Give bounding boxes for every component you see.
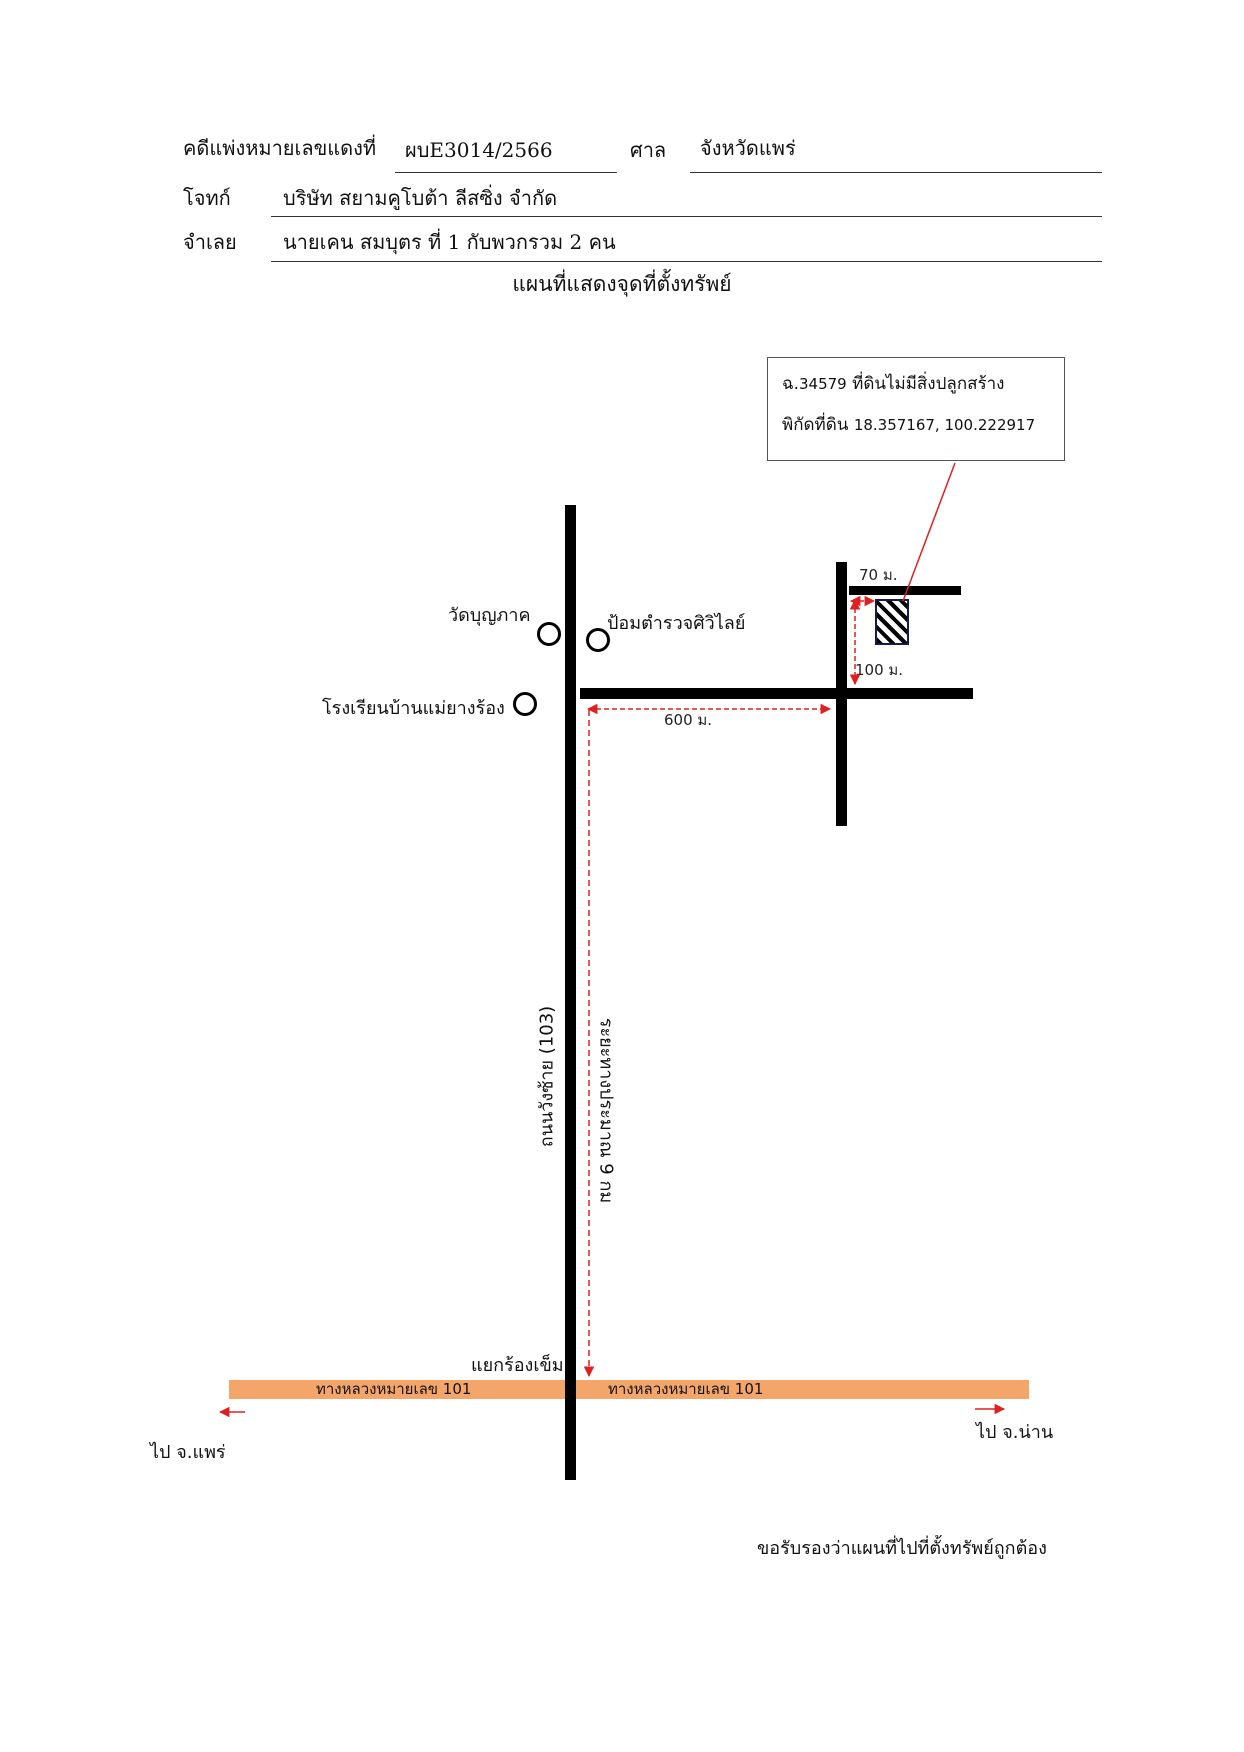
highway-label-left: ทางหลวงหมายเลข 101 [316,1380,472,1398]
school-label: โรงเรียนบ้านแม่ยางร้อง [322,698,505,719]
school-marker [513,692,537,716]
defendant-underline [271,261,1102,262]
plaintiff-underline [271,216,1102,217]
side-road-vertical [836,562,847,826]
police-marker [586,628,610,652]
branch-road-600m [580,688,973,699]
plaintiff-name: บริษัท สยามคูโบต้า ลีสซิ่ง จำกัด [283,186,558,210]
highway-101-band [229,1380,1029,1399]
coordinate-line: พิกัดที่ดิน 18.357167, 100.222917 [782,411,1035,438]
defendant-name: นายเคน สมบุตร ที่ 1 กับพวกรวม 2 คน [283,230,616,254]
main-road-line [565,505,576,1480]
defendant-label: จำเลย [183,230,237,254]
case-number: ผบE3014/2566 [405,138,553,162]
main-road-crossing [565,1380,576,1399]
deed-line: ฉ.34579 ที่ดินไม่มีสิ่งปลูกสร้าง [782,370,1004,397]
deed-prefix: ฉ. [782,374,799,394]
land-plot-marker [875,599,909,645]
plaintiff-label: โจทก์ [183,186,231,210]
direction-right-label: ไป จ.น่าน [976,1422,1054,1443]
distance-100m-label: 100 ม. [855,661,904,679]
coordinate-label: พิกัดที่ดิน [782,415,854,435]
case-label: คดีแพ่งหมายเลขแดงที่ [183,136,377,160]
distance-70m-label: 70 ม. [859,566,898,584]
deed-description: ที่ดินไม่มีสิ่งปลูกสร้าง [846,374,1005,394]
direction-left-label: ไป จ.แพร่ [150,1442,226,1463]
certification-text: ขอรับรองว่าแผนที่ไปที่ตั้งทรัพย์ถูกต้อง [757,1538,1047,1559]
land-info-box: ฉ.34579 ที่ดินไม่มีสิ่งปลูกสร้าง พิกัดที… [767,357,1065,461]
side-road-top [849,586,961,595]
deed-number: 34579 [798,375,847,393]
court-name-underline [690,172,1102,173]
court-label: ศาล [630,138,667,162]
temple-label: วัดบุญภาค [448,605,531,626]
junction-label: แยกร้องเข็ม [471,1355,564,1376]
callout-leader-line [902,462,956,602]
distance-600m-label: 600 ม. [664,711,713,729]
court-name: จังหวัดแพร่ [700,136,796,160]
case-number-underline [395,172,617,173]
map-title: แผนที่แสดงจุดที่ตั้งทรัพย์ [512,272,732,296]
temple-marker [537,622,561,646]
police-label: ป้อมตำรวจศิวิไลย์ [607,613,746,634]
highway-label-right: ทางหลวงหมายเลข 101 [608,1380,764,1398]
coordinate-value: 18.357167, 100.222917 [853,416,1036,434]
